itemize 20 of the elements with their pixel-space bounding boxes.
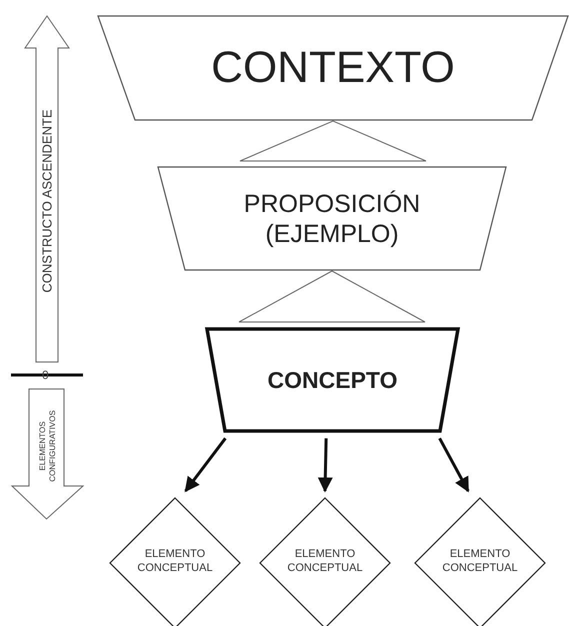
- arrow: [318, 438, 333, 492]
- trapezoid-box: [205, 327, 460, 433]
- direction-band: [11, 388, 84, 520]
- triangle-connector: [240, 120, 426, 162]
- node-label: ELEMENTO CONCEPTUAL: [441, 547, 519, 575]
- node-label: PROPOSICIÓN (EJEMPLO): [242, 188, 422, 248]
- zero-label: 0: [42, 367, 49, 383]
- node-label: CONCEPTO: [268, 366, 398, 395]
- vertical-label: CONSTRUCTO ASCENDENTE: [38, 109, 56, 293]
- node-label: CONTEXTO: [211, 42, 455, 94]
- node-label: ELEMENTO CONCEPTUAL: [136, 547, 214, 575]
- diamond: [259, 497, 391, 626]
- direction-band: [24, 15, 70, 363]
- vertical-label: ELEMENTOS CONFIGURATIVOS: [38, 409, 58, 484]
- diamond: [109, 497, 241, 626]
- arrow: [184, 437, 227, 492]
- arrow: [438, 438, 470, 492]
- diamond: [414, 497, 546, 626]
- triangle-connector: [238, 270, 426, 322]
- node-label: ELEMENTO CONCEPTUAL: [286, 547, 364, 575]
